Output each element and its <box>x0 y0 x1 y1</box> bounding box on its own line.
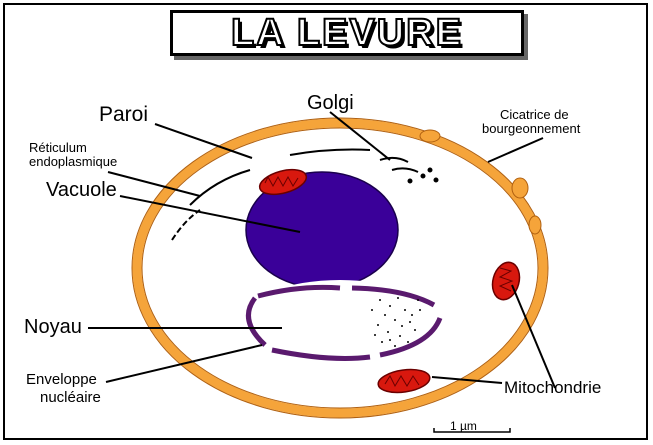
golgi-label: Golgi <box>307 92 354 114</box>
endoplasmic-reticulum <box>290 150 370 155</box>
cicatrice-label-line2: bourgeonnement <box>482 121 581 136</box>
reticulum-label-line1: Réticulum <box>29 140 87 155</box>
reticulum-label-line2: endoplasmique <box>29 154 117 169</box>
mitochondrie-label: Mitochondrie <box>504 378 601 397</box>
cicatrice-pointer <box>488 138 543 162</box>
bud-scar <box>420 130 440 142</box>
golgi-apparatus <box>380 158 438 183</box>
endoplasmic-reticulum <box>172 210 200 240</box>
noyau-label: Noyau <box>24 316 82 338</box>
nucleus <box>242 280 440 360</box>
mitochondrion <box>489 259 524 302</box>
paroi-label: Paroi <box>99 103 148 126</box>
scale-bar: 1 µm <box>434 419 510 433</box>
mitochondrion <box>377 366 432 395</box>
bud-scar <box>512 178 528 198</box>
vacuole-label: Vacuole <box>46 179 117 201</box>
enveloppe-label-line1: Enveloppe <box>26 371 97 388</box>
bud-scar <box>529 216 541 234</box>
enveloppe-label-line2: nucléaire <box>40 389 101 406</box>
scale-label: 1 µm <box>450 419 477 433</box>
endoplasmic-reticulum <box>190 170 250 205</box>
enveloppe-pointer <box>106 345 262 382</box>
cicatrice-label-line1: Cicatrice de <box>500 107 569 122</box>
